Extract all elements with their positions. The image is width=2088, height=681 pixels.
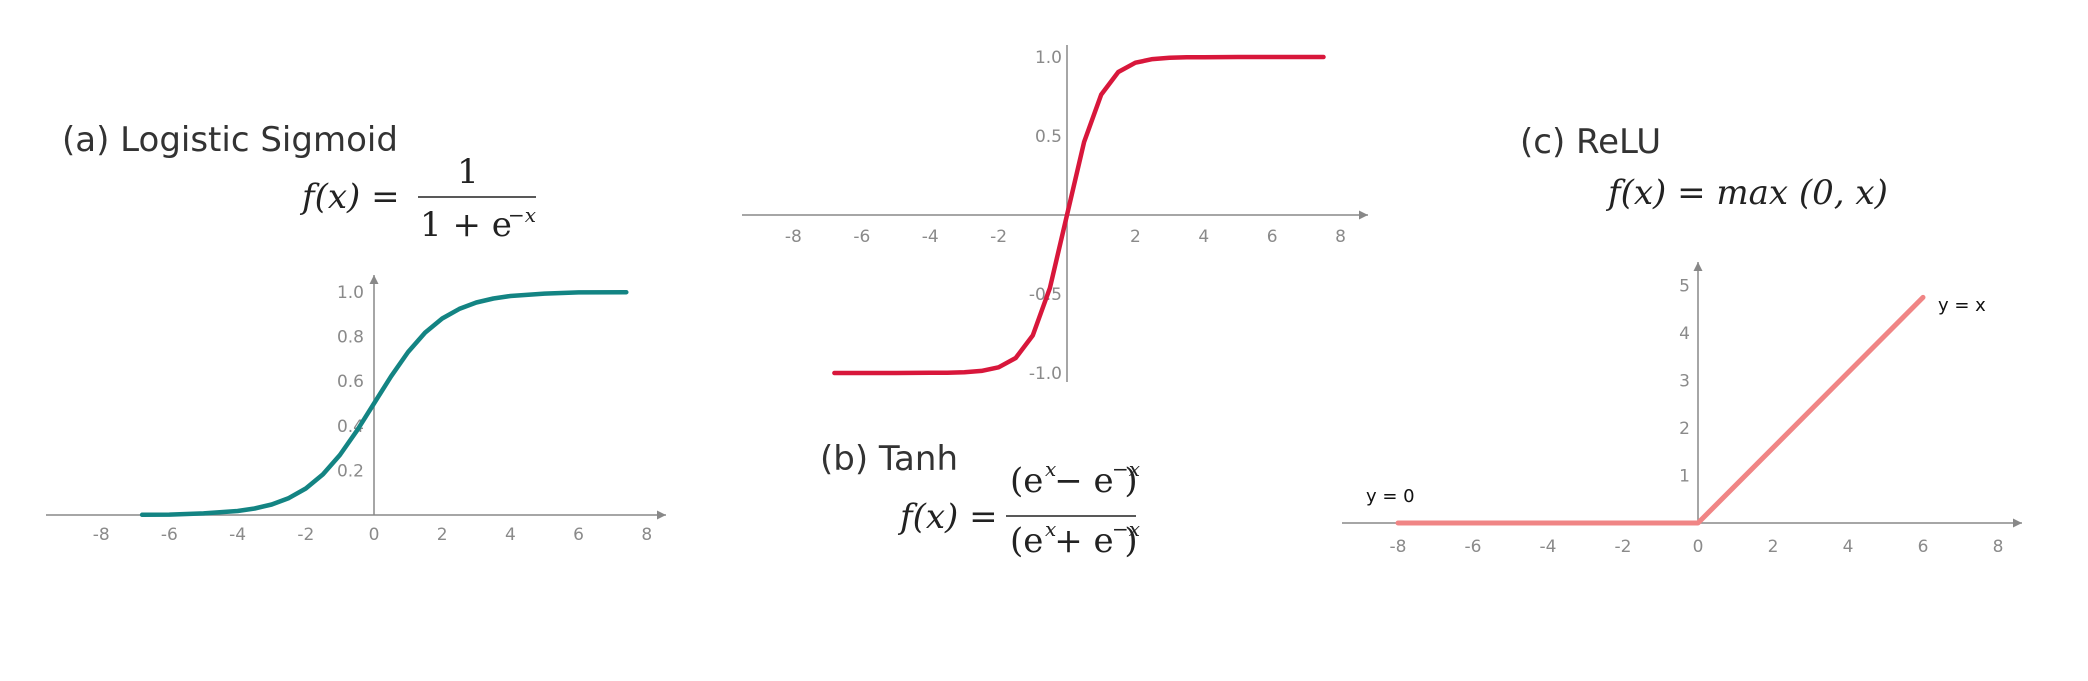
tanh-x-tick-label: 6 [1267, 227, 1278, 247]
sigmoid-formula-exponent: −x [508, 203, 536, 227]
relu-x-tick-label: -2 [1615, 537, 1632, 557]
tanh-x-tick-label: 2 [1130, 227, 1141, 247]
sigmoid-panel: (a) Logistic Sigmoid f(x) = 1 1 + e −x -… [46, 120, 666, 545]
relu-y-tick-label: 5 [1679, 277, 1690, 297]
sigmoid-y-tick-label: 0.2 [337, 461, 364, 481]
tanh-x-axis-arrow [1359, 210, 1368, 220]
sigmoid-formula-numerator: 1 [457, 152, 479, 192]
tanh-plot [832, 54, 1326, 376]
relu-panel: (c) ReLU f(x) = max (0, x) -8 -6 -4 -2 0 2 4 6 8… [1342, 122, 2022, 557]
tanh-x-tick-label: -8 [785, 227, 802, 247]
sigmoid-series-line-0 [139, 289, 629, 518]
relu-x-tick-label: 2 [1768, 537, 1779, 557]
sigmoid-x-tick-label: 6 [573, 525, 584, 545]
relu-x-tick-label: -4 [1540, 537, 1557, 557]
sigmoid-title: (a) Logistic Sigmoid [62, 120, 398, 160]
relu-annotation-yx: y = x [1938, 295, 1986, 316]
relu-y-tick-label: 4 [1679, 324, 1690, 344]
sigmoid-y-tick-label: 1.0 [337, 283, 364, 303]
sigmoid-formula-denominator: 1 + e [420, 205, 512, 245]
relu-y-tick-label: 3 [1679, 372, 1690, 392]
tanh-formula-lhs: f(x) = [897, 497, 998, 537]
sigmoid-x-tick-label: -8 [93, 525, 110, 545]
sigmoid-y-axis-arrow [369, 275, 379, 284]
sigmoid-y-tick-label: 0.6 [337, 372, 364, 392]
sigmoid-formula: f(x) = 1 1 + e −x [299, 152, 536, 245]
relu-x-tick-label: -8 [1390, 537, 1407, 557]
sigmoid-y-tick-label: 0.8 [337, 328, 364, 348]
sigmoid-x-tick-label: 8 [641, 525, 652, 545]
tanh-x-tick-label: 4 [1198, 227, 1209, 247]
tanh-title: (b) Tanh [820, 439, 958, 479]
relu-plot [1395, 294, 1926, 526]
relu-title: (c) ReLU [1520, 122, 1661, 162]
tanh-den-exp-1: x [1045, 517, 1056, 541]
tanh-y-tick-label: 1.0 [1035, 48, 1062, 68]
tanh-x-tick-label: -2 [990, 227, 1007, 247]
tanh-x-tick-label: 8 [1335, 227, 1346, 247]
relu-y-tick-label: 2 [1679, 419, 1690, 439]
sigmoid-plot [139, 289, 629, 518]
sigmoid-x-tick-label: -4 [229, 525, 246, 545]
tanh-y-tick-label: 0.5 [1035, 127, 1062, 147]
tanh-series-line-0 [832, 54, 1326, 376]
tanh-den-exp-2: −x [1112, 517, 1140, 541]
sigmoid-x-tick-label: -2 [297, 525, 314, 545]
relu-y-tick-label: 1 [1679, 467, 1690, 487]
relu-x-tick-label: 0 [1693, 537, 1704, 557]
tanh-num-exp-2: −x [1112, 457, 1140, 481]
relu-annotation-y0: y = 0 [1366, 486, 1415, 507]
relu-x-tick-label: 6 [1918, 537, 1929, 557]
tanh-formula: f(x) = (e − e ) x −x (e + e ) x −x [897, 457, 1140, 561]
tanh-num-exp-1: x [1045, 457, 1056, 481]
sigmoid-formula-lhs: f(x) = [299, 177, 400, 217]
tanh-formula-numerator: (e − e ) [1010, 461, 1138, 501]
sigmoid-x-tick-label: -6 [161, 525, 178, 545]
relu-x-tick-label: -6 [1465, 537, 1482, 557]
tanh-x-tick-label: -6 [853, 227, 870, 247]
tanh-x-tick-label: -4 [922, 227, 939, 247]
relu-y-axis-arrow [1693, 262, 1703, 271]
sigmoid-x-tick-label: 4 [505, 525, 516, 545]
relu-formula: f(x) = max (0, x) [1605, 173, 1888, 213]
relu-x-axis-arrow [2013, 518, 2022, 528]
sigmoid-x-axis-arrow [657, 510, 666, 520]
sigmoid-x-tick-label: 0 [369, 525, 380, 545]
sigmoid-x-tick-label: 2 [437, 525, 448, 545]
relu-series-line-0 [1395, 294, 1926, 526]
tanh-formula-denominator: (e + e ) [1010, 521, 1138, 561]
relu-x-tick-label: 8 [1993, 537, 2004, 557]
relu-x-tick-label: 4 [1843, 537, 1854, 557]
tanh-y-tick-label: -1.0 [1029, 364, 1062, 384]
relu-axes: -8 -6 -4 -2 0 2 4 6 8 1 2 3 4 5 [1342, 262, 2022, 557]
